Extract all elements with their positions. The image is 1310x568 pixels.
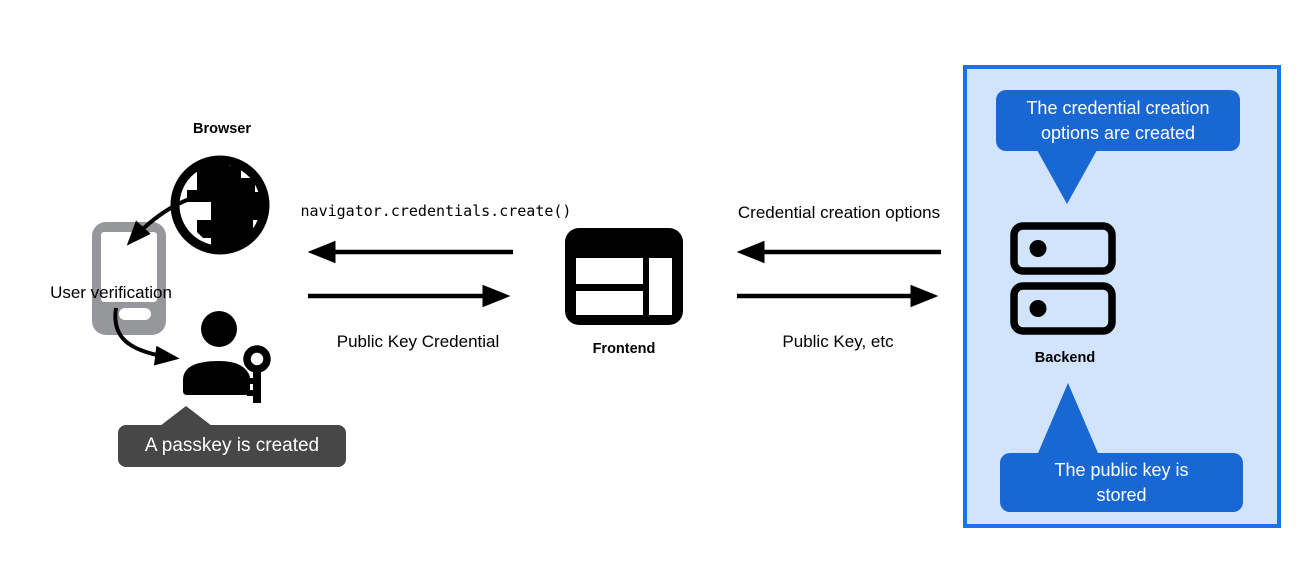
options-created-bubble-text: The credential creation options are crea… bbox=[1026, 97, 1210, 143]
credential-creation-options-label: Credential creation options bbox=[737, 203, 941, 222]
bubble-tail-down-icon bbox=[1037, 150, 1097, 204]
frontend-window-icon bbox=[565, 228, 683, 325]
curved-arrows bbox=[113, 191, 213, 366]
person-key-icon bbox=[183, 311, 271, 403]
public-key-etc-label: Public Key, etc bbox=[782, 332, 894, 351]
mid-arrows bbox=[307, 240, 513, 308]
phone-icon bbox=[92, 222, 166, 335]
tooltip-tail-icon bbox=[160, 406, 212, 426]
passkey-created-tooltip-text: A passkey is created bbox=[144, 435, 320, 456]
navigator-credentials-create-label: navigator.credentials.create() bbox=[300, 202, 572, 220]
user-verification-label: User verification bbox=[50, 283, 172, 302]
curved-arrow-phone-to-user bbox=[113, 307, 180, 366]
public-key-stored-bubble: The public key is stored bbox=[1000, 383, 1243, 512]
options-created-bubble: The credential creation options are crea… bbox=[996, 90, 1240, 204]
passkey-created-tooltip: A passkey is created bbox=[118, 406, 346, 467]
backend-panel: The credential creation options are crea… bbox=[963, 65, 1281, 528]
frontend-label: Frontend bbox=[592, 341, 656, 357]
right-arrows bbox=[736, 240, 941, 308]
curved-arrow-browser-to-phone bbox=[126, 191, 213, 246]
backend-label: Backend bbox=[1034, 350, 1096, 366]
browser-label: Browser bbox=[192, 121, 252, 137]
public-key-stored-bubble-text: The public key is stored bbox=[1054, 459, 1189, 505]
server-icon bbox=[1010, 222, 1116, 335]
public-key-credential-label: Public Key Credential bbox=[336, 332, 500, 351]
bubble-tail-up-icon bbox=[1038, 383, 1098, 453]
